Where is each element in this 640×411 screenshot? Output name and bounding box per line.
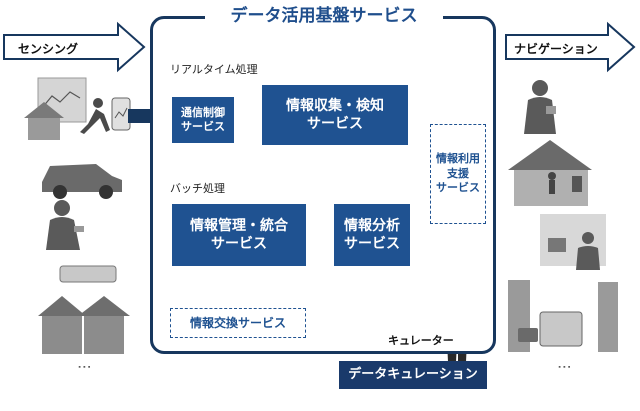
- manage-integrate-service: 情報管理・統合 サービス: [172, 204, 306, 266]
- runner-icon: [80, 98, 110, 134]
- house-with-window-icon: [24, 77, 87, 140]
- collect-detect-service: 情報収集・検知 サービス: [262, 85, 408, 145]
- smartphone-icon: [111, 97, 131, 131]
- navigation-arrow: [505, 21, 636, 73]
- curator-label: キュレーター: [388, 334, 454, 347]
- navigation-ellipsis: ⋮: [556, 360, 572, 376]
- city-street-icon: [508, 280, 618, 352]
- air-conditioner-icon: [59, 265, 117, 283]
- sensing-ellipsis: ⋮: [76, 360, 92, 376]
- sensing-label: センシング: [18, 42, 79, 56]
- realtime-label: リアルタイム処理: [170, 63, 258, 76]
- batch-label: バッチ処理: [170, 182, 225, 195]
- person-with-tablet-icon: [524, 80, 556, 134]
- analysis-service: 情報分析 サービス: [334, 204, 410, 266]
- platform-title: データ活用基盤サービス: [205, 4, 443, 28]
- sensing-arrow: [3, 21, 146, 73]
- woman-with-phone-icon: [46, 200, 84, 250]
- navigation-label: ナビゲーション: [514, 42, 598, 56]
- information-exchange-service: 情報交換サービス: [170, 308, 306, 338]
- utilization-support-service: 情報利用 支援 サービス: [430, 124, 486, 224]
- comm-control-service: 通信制御 サービス: [172, 97, 234, 143]
- car-icon: [42, 164, 122, 199]
- house-with-person-icon: [508, 140, 592, 206]
- data-curation-banner: データキュレーション: [339, 361, 487, 389]
- houses-row-icon: [38, 296, 130, 354]
- person-at-desk-icon: [540, 214, 606, 270]
